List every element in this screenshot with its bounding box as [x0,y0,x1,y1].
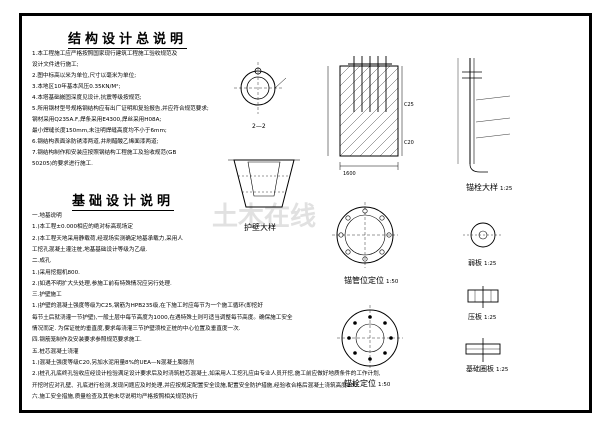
foundation-note-line: 1.)混凝土强度等级C20,另加水泥用量8%的UEA—N混凝土膨胀剂 [32,359,195,366]
pressure-plate-drawing [467,286,499,308]
foundation-note-line: 情况而定. 为保证桩的垂直度,要求每浇灌三节护壁须校正桩的中心位置及垂直度一次. [32,326,241,332]
anchor-steel-plan-drawing [332,202,398,268]
foundation-note-line: 1.)护壁的混凝土强度等级为C25,钢筋为HPB235级,在下施工时应每节为一个… [32,303,263,310]
structure-note-line: 50205)的要求进行施工. [32,161,93,167]
structure-note-line: 1.本工程施工应严格按照国家现行建筑工程施工验收规范及 [32,51,178,57]
structure-note-line: 7.钢结构制作和安装应按照钢结构工程施工及验收规范(GB [32,150,177,156]
foundation-note-line: 2.)本工程天地采用静载荷,经现场实测确定地基承载力,采用人 [32,235,183,242]
structure-note-line: 5.所用钢材型号规格钢结构应有出厂证明和复验报告,并应符合规范要求; [32,106,209,112]
section-2-2-drawing [234,62,287,114]
foundation-note-line: 开挖时应对孔壁、孔底进行检测,发现问题应及时处理,并应按规定配置安全设施,配置安… [32,382,360,389]
foundation-note-line: 六.施工安全措施,质量检查及其他未尽说明均严格按照相关规范执行 [32,393,198,400]
foundation-note-line: 1.)采用挖掘机800. [32,269,80,276]
anchor-elevation-drawing [327,56,403,170]
retaining-wall-drawing [228,159,300,208]
anchor-detail-drawing [457,58,511,173]
structure-note-line: 3.本地区10年基本风压0.35KN/M²; [32,84,121,90]
foundation-note-line: 一.地基说明 [32,213,62,219]
structure-note-line: 6.钢结构表面涂防锈漆两道,并刷醋酸乙烯面漆两道; [32,139,159,145]
structure-note-line: 钢材采用Q235A.F,焊条采用E4300,焊丝采用H08A; [32,117,162,123]
dim-bottom: 1600 [343,171,356,177]
retaining-wall-caption: 护壁大样 [244,223,276,232]
dim-c25: C25 [404,102,414,108]
foundation-note-line: 2.)桩孔孔底终孔验收应经设计检验满足设计要求后及时浇筑桩芯混凝土,如采用人工挖… [32,371,381,378]
anchor-bolt-plan-drawing [337,305,403,371]
foundation-note-line: 2.)如遇不明扩大头处理,参施工前有特殊情况应另行处理. [32,280,172,287]
foundation-note-line: 三.护壁施工 [32,292,62,299]
structure-note-line: 最小焊缝长度150mm,未注明焊缝高度均不小于6mm; [32,128,167,134]
dim-c20: C20 [404,140,414,146]
sheet-border [21,15,590,411]
structure-note-line: 2.图中标高以米为单位,尺寸以毫米为单位; [32,73,137,79]
foundation-note-line: 五.桩芯混凝土浇灌 [32,348,79,355]
structure-note-line: 设计文件进行施工; [32,62,79,68]
structure-note-line: 4.本塔基础嵌固深度见设计,抗震等级按规范; [32,95,142,101]
foundation-note-line: 每节土后就浇灌一节护壁),一般土层中每节高度为1000,在遇特殊土则可适当调整每… [32,314,293,321]
foundation-title: 基础设计说明 [72,194,175,211]
section-2-2-caption: 2—2 [252,123,266,130]
foundation-note-line: 1.)本工程±0.000相应的绝对标高现场定 [32,224,133,231]
drawing-sheet [19,13,592,413]
foundation-note-line: 二.成孔 [32,258,51,265]
structure-title: 结构设计总说明 [68,32,188,49]
foundation-note-line: 四.钢筋笼制作及安装要求参照规范要求施工. [32,337,142,344]
base-plate-drawing [465,338,501,362]
plate-a-drawing [463,222,503,248]
foundation-note-line: 工挖孔混凝土灌注桩,地基基础设计等级为乙级. [32,246,148,253]
